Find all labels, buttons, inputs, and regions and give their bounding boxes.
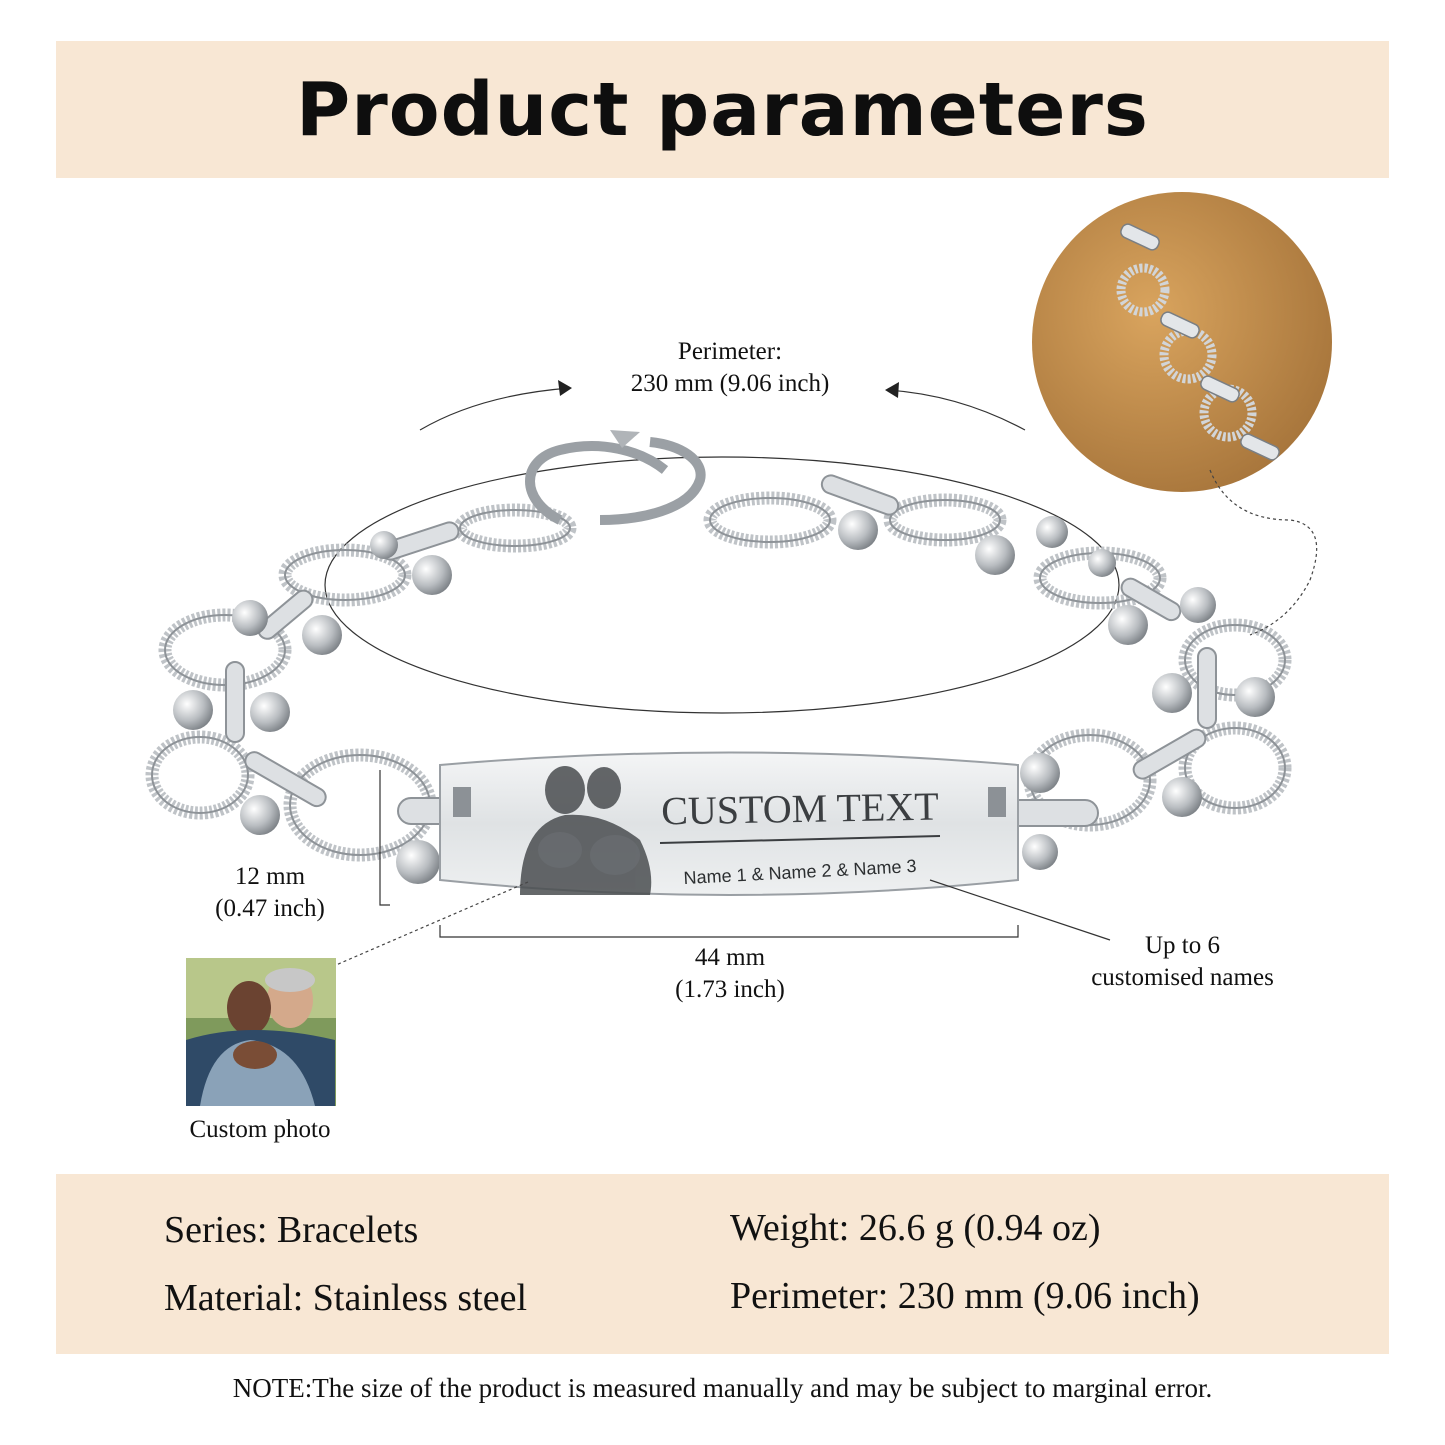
names-callout: Up to 6 customised names [1040,930,1325,994]
height-label-inch: (0.47 inch) [215,895,325,922]
width-label-mm: 44 mm [694,944,766,971]
width-label: 44 mm (1.73 inch) [630,942,830,1006]
perimeter-label: Perimeter: 230 mm (9.06 inch) [580,336,880,400]
custom-photo [186,958,336,1106]
beads [173,510,1275,884]
width-label-inch: (1.73 inch) [675,976,785,1003]
measurement-note: NOTE:The size of the product is measured… [232,1373,1213,1403]
perimeter-label-title: Perimeter: [677,338,783,365]
height-label-mm: 12 mm [234,863,306,890]
chain-detail-photo [1032,192,1332,492]
spec-perimeter: Perimeter: 230 mm (9.06 inch) [730,1275,1200,1317]
engraved-custom-text: CUSTOM TEXT [661,784,939,834]
perimeter-label-value: 230 mm (9.06 inch) [630,370,830,397]
page-title: Product parameters [296,66,1149,153]
spec-weight: Weight: 26.6 g (0.94 oz) [730,1207,1101,1249]
spec-banner: Series: Bracelets Material: Stainless st… [56,1174,1389,1354]
names-callout-line2: customised names [1091,964,1274,991]
spec-series: Series: Bracelets [164,1209,419,1251]
names-callout-line1: Up to 6 [1145,932,1220,959]
perimeter-ellipse [324,456,1120,714]
lobster-clasp [525,437,706,525]
title-banner: Product parameters [56,41,1389,178]
height-label: 12 mm (0.47 inch) [170,861,370,925]
spec-material: Material: Stainless steel [164,1277,528,1319]
photo-label: Custom photo [189,1116,331,1143]
